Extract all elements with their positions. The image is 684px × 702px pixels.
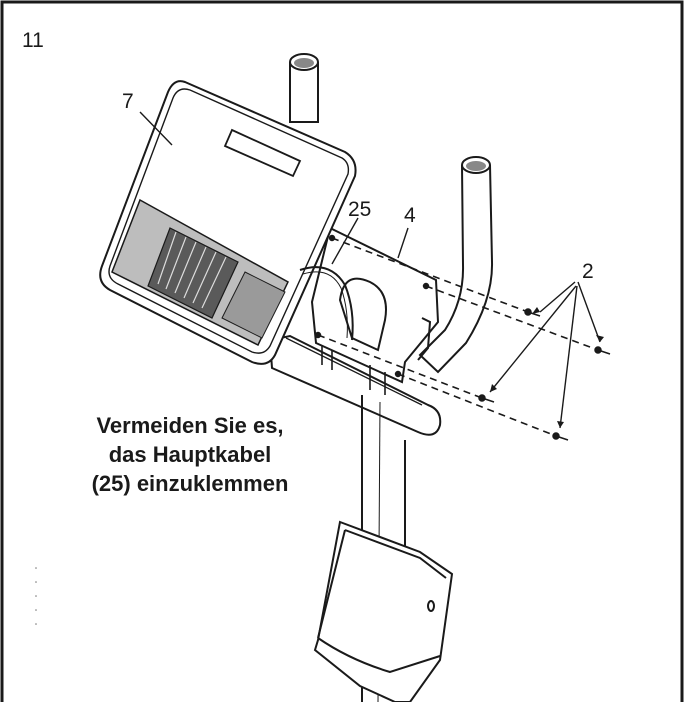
callout-bracket: 4: [404, 204, 416, 227]
warning-line-2: das Hauptkabel: [108, 442, 272, 467]
callout-screws: 2: [582, 260, 594, 283]
screw-guides: [317, 237, 599, 437]
main-cable: [299, 266, 354, 341]
step-number: 11: [22, 29, 44, 52]
screws: [478, 308, 611, 441]
warning-line-3: (25) einzuklemmen: [91, 471, 289, 496]
accessory-tray: [313, 520, 454, 702]
margin-dots: [35, 567, 37, 625]
handlebar-post: [418, 156, 494, 374]
pinch-warning: Vermeiden Sie es, das Hauptkabel (25) ei…: [40, 411, 340, 498]
callout-cable: 25: [348, 198, 371, 221]
console: [99, 80, 357, 365]
rear-post: [289, 53, 319, 123]
warning-line-1: Vermeiden Sie es,: [96, 413, 284, 438]
callout-console: 7: [122, 90, 134, 113]
cross-arm: [268, 334, 442, 436]
leader-lines: [139, 111, 601, 429]
